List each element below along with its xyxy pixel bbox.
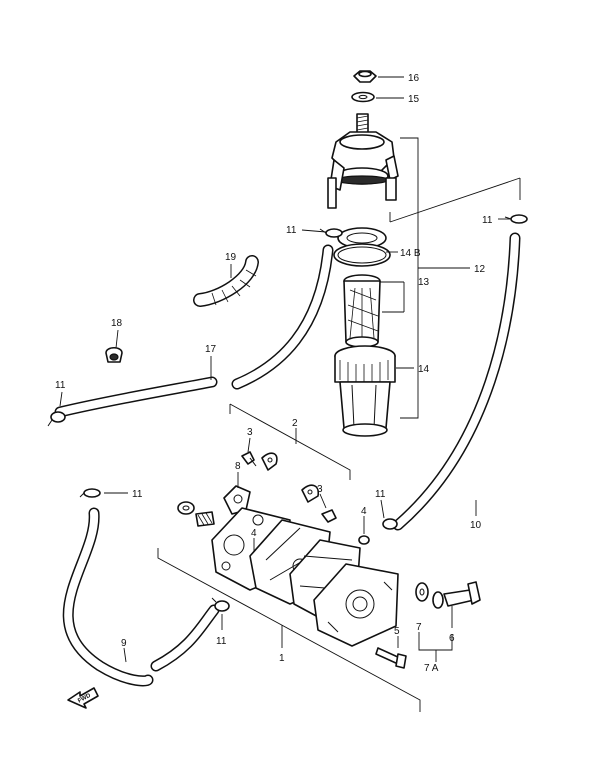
forward-direction-arrow: FWD (67, 687, 99, 709)
filter-element-13 (343, 274, 381, 348)
label-part-16: 16 (408, 73, 420, 84)
hose-10 (392, 232, 521, 531)
hose-9 (62, 507, 220, 687)
spring (195, 511, 215, 527)
label-part-14b: 14 B (400, 248, 421, 259)
label-part-13: 13 (418, 277, 430, 288)
clip-11-left (47, 411, 66, 427)
nut-4-right (358, 535, 370, 545)
nut-16 (353, 70, 377, 83)
pump-cover-inner (313, 563, 399, 647)
bracket-12 (400, 137, 419, 419)
bolt-6 (443, 581, 481, 607)
label-part-3-lower: 3 (317, 484, 323, 495)
clip-11-top-right (504, 214, 528, 224)
screw-3-upper (241, 451, 257, 467)
part-labels: 1 2 3 3 4 4 5 6 7 7 A 8 9 10 11 11 11 11… (55, 73, 493, 674)
label-part-18: 18 (111, 318, 123, 329)
label-part-11-pump-lower: 11 (216, 636, 227, 647)
label-part-10: 10 (470, 520, 482, 531)
label-part-17: 17 (205, 344, 217, 355)
label-part-11-pump-right: 11 (375, 489, 386, 500)
valve-cover (261, 452, 278, 471)
label-part-1: 1 (279, 653, 285, 664)
label-part-9: 9 (121, 638, 127, 649)
label-part-4-right: 4 (361, 506, 367, 517)
label-part-19: 19 (225, 252, 237, 263)
fuel-pump-assembly (157, 403, 481, 712)
label-part-6: 6 (449, 633, 455, 644)
washer-7a (432, 591, 444, 609)
filter-head (327, 113, 399, 209)
washer-7 (415, 582, 429, 602)
valve-cover-lower (301, 484, 320, 503)
clamp-18 (105, 346, 123, 363)
washer (177, 501, 195, 515)
label-part-5: 5 (394, 626, 400, 637)
valve-plate-8 (223, 485, 251, 515)
label-part-4-left: 4 (251, 528, 257, 539)
label-part-11-lower-left: 11 (132, 489, 143, 500)
screw-3-lower (321, 509, 337, 523)
label-part-11-top-left: 11 (286, 225, 297, 236)
clip-11-top-left (319, 228, 343, 238)
washer-15 (351, 91, 375, 103)
label-part-3-upper: 3 (247, 427, 253, 438)
label-part-7a: 7 A (424, 663, 439, 674)
label-part-8: 8 (235, 461, 241, 472)
label-part-12: 12 (474, 264, 486, 275)
screw-5 (375, 647, 407, 669)
clip-11-lower-left (79, 488, 101, 498)
label-part-14: 14 (418, 364, 430, 375)
label-part-2: 2 (292, 418, 298, 429)
fuel-filter-assembly (327, 70, 521, 437)
filter-bowl-14 (334, 345, 396, 437)
hose-upper-to-filter (231, 244, 334, 390)
leader-lines (59, 76, 510, 663)
label-part-11-top-right: 11 (482, 215, 493, 226)
label-part-7: 7 (416, 622, 422, 633)
label-part-11-left: 11 (55, 380, 66, 391)
gasket-14b (333, 227, 391, 267)
clip-11-pump-right (382, 518, 398, 530)
label-part-15: 15 (408, 94, 420, 105)
protector-tube-19 (193, 255, 259, 307)
hose-17 (54, 376, 218, 418)
clip-11-pump-lower (211, 597, 230, 612)
